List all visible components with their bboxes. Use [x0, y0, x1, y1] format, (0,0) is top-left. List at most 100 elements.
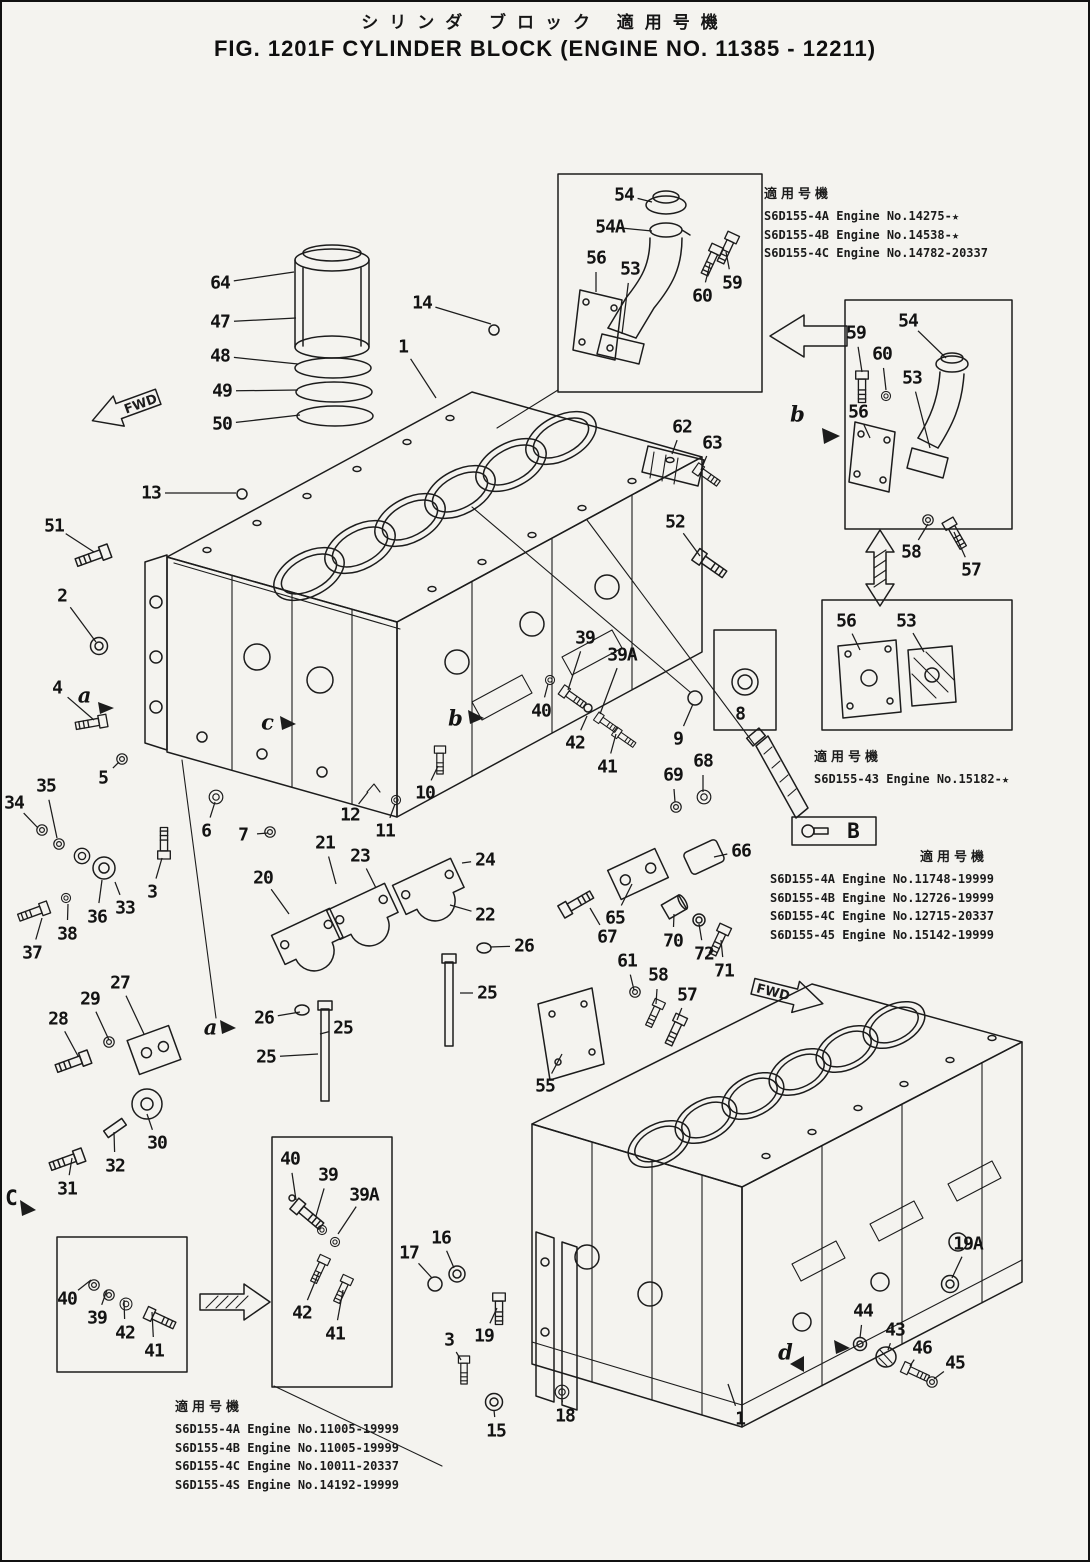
callout-40: 40	[280, 1148, 301, 1170]
callout-8: 8	[735, 703, 746, 725]
callout-56: 56	[848, 401, 869, 423]
callout-56: 56	[586, 247, 607, 269]
callout-68: 68	[693, 750, 714, 772]
callout-60: 60	[692, 285, 713, 307]
callout-31: 31	[57, 1178, 78, 1200]
callout-18: 18	[555, 1405, 576, 1427]
bottom-small-parts	[427, 1265, 570, 1412]
callout-35: 35	[36, 775, 57, 797]
callout-67: 67	[597, 926, 618, 948]
callout-28: 28	[48, 1008, 69, 1030]
callout-41: 41	[597, 756, 618, 778]
callout-1: 1	[398, 336, 409, 358]
annotation-line: S6D155-43 Engine No.15182-★	[814, 772, 1010, 787]
annotation-line: S6D155-4A Engine No.14275-★	[764, 209, 960, 224]
detail-box-b	[822, 299, 1013, 607]
callout-64: 64	[210, 272, 231, 294]
japanese-title: シリンダ ブロック 適用号機	[361, 13, 729, 32]
callout-13: 13	[141, 482, 162, 504]
callout-45: 45	[945, 1352, 966, 1374]
annotation-heading: 適用号機	[814, 750, 883, 765]
callout-39: 39	[575, 627, 596, 649]
annotation-heading: 適用号機	[920, 850, 989, 865]
callout-56: 56	[836, 610, 857, 632]
section-pointer-arrows	[98, 702, 804, 1372]
callout-66: 66	[731, 840, 752, 862]
callout-50: 50	[212, 413, 233, 435]
callout-26: 26	[254, 1007, 275, 1029]
callout-2: 2	[57, 585, 68, 607]
callout-43: 43	[885, 1319, 906, 1341]
callout-41: 41	[144, 1340, 165, 1362]
callout-57: 57	[677, 984, 698, 1006]
callout-53: 53	[896, 610, 917, 632]
callout-c: C	[5, 1186, 18, 1210]
annotation-line: S6D155-4A Engine No.11748-19999	[770, 872, 994, 887]
annotation-line: S6D155-4A Engine No.11005-19999	[175, 1422, 399, 1437]
seal-detail-box	[713, 629, 777, 731]
callout-42: 42	[115, 1322, 136, 1344]
callout-17: 17	[399, 1242, 420, 1264]
callout-40: 40	[531, 700, 552, 722]
callout-58: 58	[648, 964, 669, 986]
fitting-cluster	[16, 824, 116, 925]
annotation-heading: 適用号機	[175, 1400, 244, 1415]
callout-25: 25	[333, 1017, 354, 1039]
callout-38: 38	[57, 923, 78, 945]
callout-49: 49	[212, 380, 233, 402]
callout-39a: 39A	[349, 1184, 379, 1206]
callout-10: 10	[415, 782, 436, 804]
callout-d: d	[778, 1339, 793, 1365]
callout-6: 6	[201, 820, 212, 842]
fitting-bracket-group	[537, 839, 733, 1081]
callout-14: 14	[412, 292, 433, 314]
callout-39: 39	[87, 1307, 108, 1329]
callout-b: b	[448, 705, 463, 731]
hatched-stud	[745, 727, 809, 819]
callout-42: 42	[565, 732, 586, 754]
cylinder-liner-assembly	[294, 244, 374, 427]
callout-21: 21	[315, 832, 336, 854]
callout-72: 72	[694, 943, 715, 965]
callout-23: 23	[350, 845, 371, 867]
callout-1: 1	[735, 1408, 746, 1430]
callout-44: 44	[853, 1300, 874, 1322]
callout-63: 63	[702, 432, 723, 454]
cover-detail-box	[821, 599, 1013, 731]
callout-41: 41	[325, 1323, 346, 1345]
callout-34: 34	[4, 792, 25, 814]
callout-33: 33	[115, 897, 136, 919]
callout-b: B	[847, 819, 860, 843]
bolt-reference-box	[791, 816, 877, 846]
callout-3: 3	[147, 881, 158, 903]
callout-11: 11	[375, 820, 396, 842]
callout-69: 69	[663, 764, 684, 786]
figure-title: FIG. 1201F CYLINDER BLOCK (ENGINE NO. 11…	[213, 36, 877, 61]
annotation-line: S6D155-4C Engine No.14782-20337	[764, 246, 988, 261]
leader-lines	[23, 197, 966, 1418]
callout-9: 9	[673, 728, 684, 750]
callout-39a: 39A	[607, 644, 637, 666]
callout-59: 59	[846, 322, 867, 344]
callout-36: 36	[87, 906, 108, 928]
callout-61: 61	[617, 950, 638, 972]
annotation-line: S6D155-4B Engine No.11005-19999	[175, 1440, 399, 1455]
callout-53: 53	[902, 367, 923, 389]
callout-29: 29	[80, 988, 101, 1010]
annotation-line: S6D155-45 Engine No.15142-19999	[770, 927, 994, 942]
callout-25: 25	[477, 982, 498, 1004]
callout-58: 58	[901, 541, 922, 563]
callout-71: 71	[714, 960, 735, 982]
callout-5: 5	[98, 767, 109, 789]
callout-65: 65	[605, 907, 626, 929]
callout-42: 42	[292, 1302, 313, 1324]
engine-annotation-2: 適用号機 S6D155-43 Engine No.15182-★	[814, 748, 1009, 789]
annotation-line: S6D155-4B Engine No.12726-19999	[770, 890, 994, 905]
callout-15: 15	[486, 1420, 507, 1442]
callout-47: 47	[210, 311, 231, 333]
callout-3: 3	[444, 1329, 455, 1351]
detail-box-fittings	[199, 1136, 443, 1467]
